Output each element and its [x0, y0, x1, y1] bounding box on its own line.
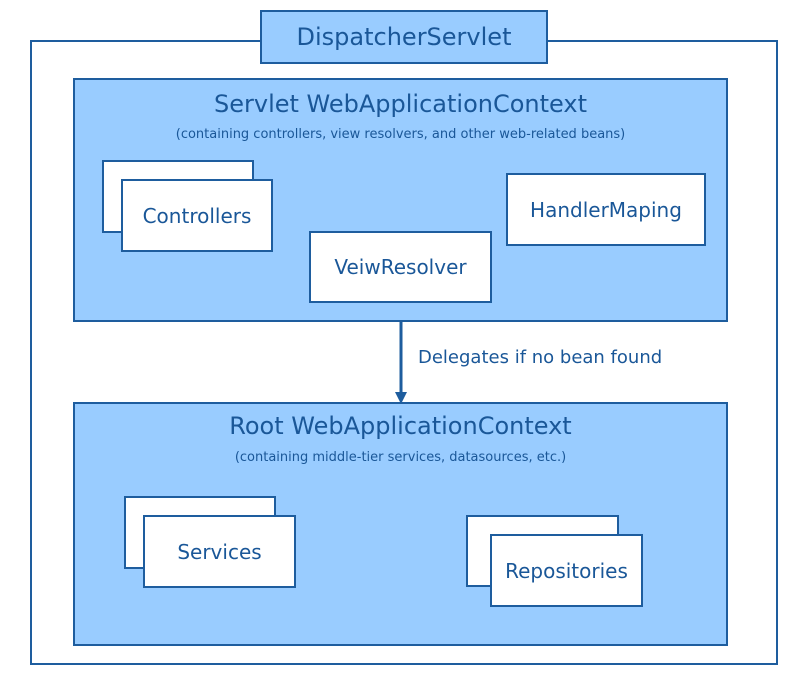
servlet-context-subtitle: (containing controllers, view resolvers,… [175, 127, 626, 142]
view-resolver-card: VeiwResolver [309, 231, 492, 303]
controllers-card: Controllers [121, 179, 273, 252]
handler-mapping-label: HandlerMaping [530, 197, 682, 222]
delegation-label: Delegates if no bean found [418, 347, 663, 368]
delegation-arrow [395, 322, 407, 404]
servlet-context-title: Servlet WebApplicationContext [214, 90, 587, 118]
dispatcher-servlet-title: DispatcherServlet [296, 23, 512, 51]
handler-mapping-card: HandlerMaping [506, 173, 706, 246]
dispatcher-servlet-title-box: DispatcherServlet [260, 10, 548, 64]
repositories-card: Repositories [490, 534, 643, 607]
root-context-title: Root WebApplicationContext [229, 412, 572, 440]
repositories-label: Repositories [505, 558, 628, 583]
root-context-subtitle: (containing middle-tier services, dataso… [234, 450, 567, 465]
services-label: Services [177, 539, 262, 564]
services-card: Services [143, 515, 296, 588]
delegation-arrow-head [395, 392, 407, 404]
controllers-label: Controllers [142, 203, 252, 228]
view-resolver-label: VeiwResolver [334, 255, 467, 279]
